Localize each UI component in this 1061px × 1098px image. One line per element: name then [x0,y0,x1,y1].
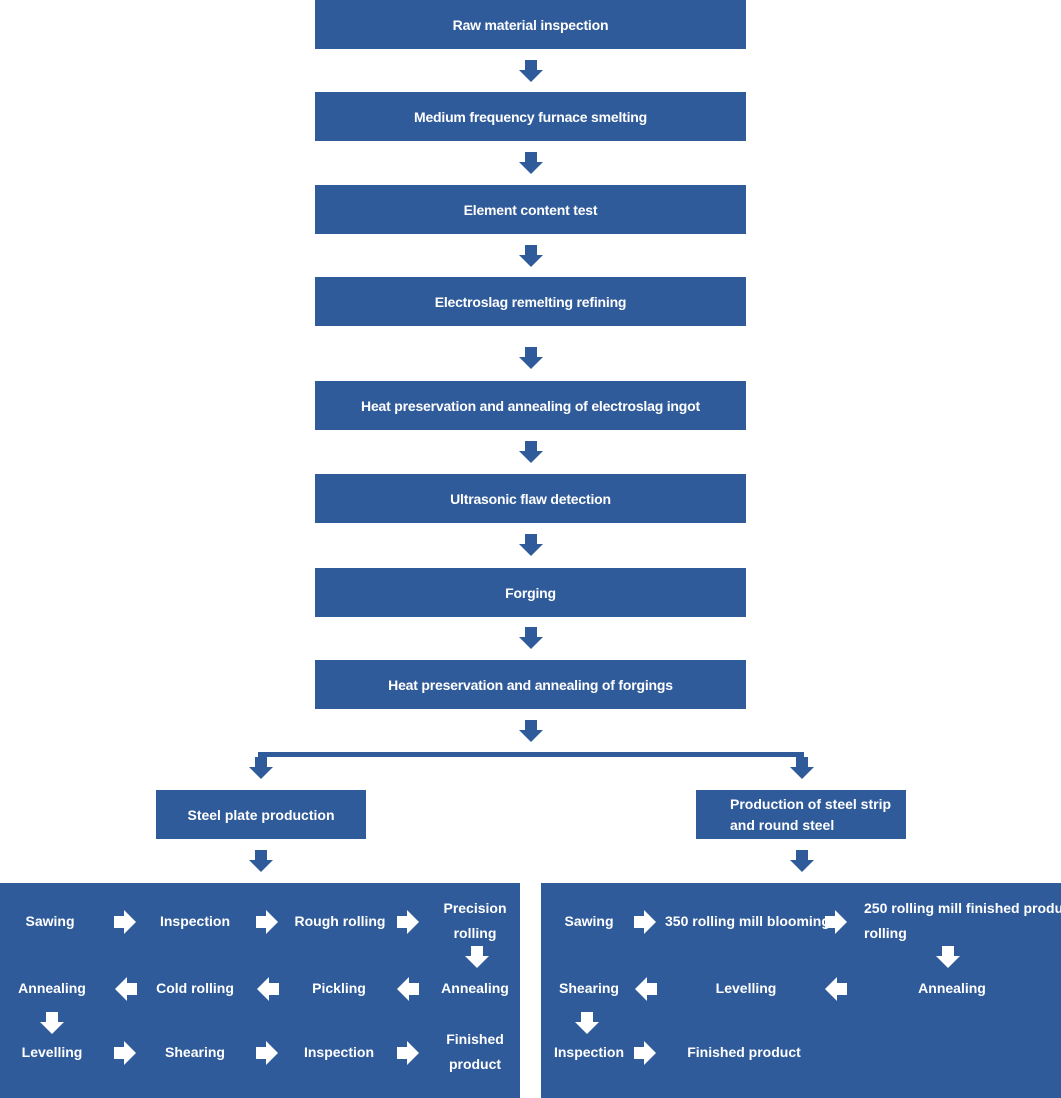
process-step-350-blooming: 350 rolling mill blooming [665,913,830,929]
step-forging: Forging [315,568,746,617]
right-arrow-icon [825,910,847,934]
process-step-pickling: Pickling [312,980,366,996]
label-line: product [448,1056,502,1072]
process-step-finished-product: Finished product [687,1044,801,1060]
process-step-levelling: Levelling [715,980,777,996]
process-step-sawing: Sawing [25,913,75,929]
process-step-250-finished-rolling: 250 rolling mill finished product rollin… [864,896,1061,946]
down-arrow-icon [936,946,960,968]
steel-strip-process-panel: Sawing 350 rolling mill blooming 250 rol… [541,883,1061,1098]
right-arrow-icon [634,910,656,934]
process-step-rough-rolling: Rough rolling [294,913,386,929]
process-step-finished-product: Finished product [428,1027,522,1077]
branch-steel-strip-round-steel: Production of steel strip and round stee… [696,790,906,839]
step-ultrasonic-flaw-detection: Ultrasonic flaw detection [315,474,746,523]
label-line: rolling [453,925,497,941]
down-arrow-icon [519,441,543,463]
down-arrow-icon [575,1012,599,1034]
process-step-inspection: Inspection [159,913,230,929]
branch-label-line2: and round steel [730,816,835,833]
process-step-inspection: Inspection [303,1044,374,1060]
branch-connector-line [258,752,804,757]
down-arrow-icon [519,245,543,267]
steel-plate-process-panel: Sawing Inspection Rough rolling Precisio… [0,883,520,1098]
label-line: Precision [443,900,507,916]
step-element-content-test: Element content test [315,185,746,234]
down-arrow-icon [519,627,543,649]
down-arrow-icon [465,946,489,968]
label-line: Finished [446,1031,504,1047]
down-arrow-icon [249,757,273,779]
down-arrow-icon [40,1012,64,1034]
branch-steel-plate-production: Steel plate production [156,790,366,839]
left-arrow-icon [257,977,279,1001]
right-arrow-icon [256,910,278,934]
right-arrow-icon [397,910,419,934]
down-arrow-icon [519,60,543,82]
down-arrow-icon [519,347,543,369]
down-arrow-icon [249,850,273,872]
process-step-annealing: Annealing [18,980,86,996]
process-step-shearing: Shearing [559,980,619,996]
step-ingot-annealing: Heat preservation and annealing of elect… [315,381,746,430]
process-step-annealing: Annealing [441,980,509,996]
down-arrow-icon [519,152,543,174]
right-arrow-icon [256,1041,278,1065]
right-arrow-icon [397,1041,419,1065]
down-arrow-icon [519,534,543,556]
left-arrow-icon [825,977,847,1001]
process-step-levelling: Levelling [21,1044,83,1060]
down-arrow-icon [519,720,543,742]
step-furnace-smelting: Medium frequency furnace smelting [315,92,746,141]
process-step-cold-rolling: Cold rolling [156,980,234,996]
down-arrow-icon [790,850,814,872]
branch-label-line1: Production of steel strip [730,795,892,812]
step-raw-material-inspection: Raw material inspection [315,0,746,49]
right-arrow-icon [114,1041,136,1065]
left-arrow-icon [115,977,137,1001]
process-step-inspection: Inspection [553,1044,624,1060]
process-step-precision-rolling: Precision rolling [428,896,522,946]
process-step-shearing: Shearing [165,1044,225,1060]
step-forgings-annealing: Heat preservation and annealing of forgi… [315,660,746,709]
label-line: 250 rolling mill finished product [864,900,1061,916]
step-electroslag-remelting: Electroslag remelting refining [315,277,746,326]
process-step-sawing: Sawing [564,913,614,929]
label-line: rolling [864,925,907,941]
process-step-annealing: Annealing [918,980,986,996]
left-arrow-icon [397,977,419,1001]
down-arrow-icon [790,757,814,779]
right-arrow-icon [634,1041,656,1065]
left-arrow-icon [635,977,657,1001]
right-arrow-icon [114,910,136,934]
branch-label: Steel plate production [187,806,335,823]
